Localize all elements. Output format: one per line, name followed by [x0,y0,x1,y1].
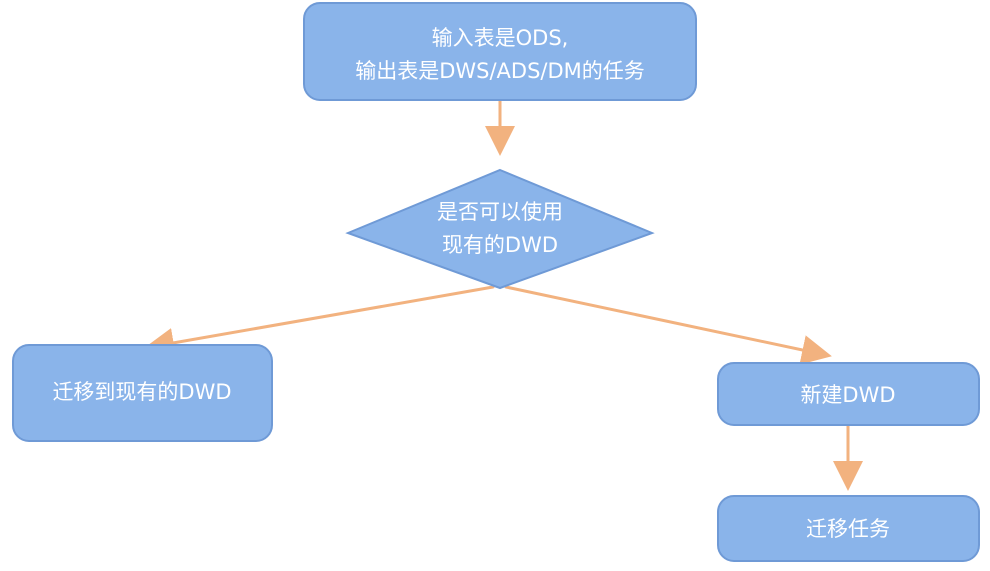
start-node-line-1: 输入表是ODS, [432,26,569,50]
decision-node-line-2: 现有的DWD [442,233,558,257]
decision-node [345,168,655,290]
decision-node-line-1: 是否可以使用 [437,200,563,224]
create-new-label: 新建DWD [800,383,895,407]
migrate-task-node [717,495,980,562]
arrow-decision-to-create-new [504,285,832,365]
migrate-existing-label: 迁移到现有的DWD [52,380,231,404]
arrow-decision-to-migrate-existing [144,285,495,358]
create-new-node [717,362,980,426]
migrate-task-label: 迁移任务 [806,517,890,541]
start-node-line-2: 输出表是DWS/ADS/DM的任务 [355,59,645,83]
migrate-existing-node [12,344,273,442]
start-node [303,2,697,101]
